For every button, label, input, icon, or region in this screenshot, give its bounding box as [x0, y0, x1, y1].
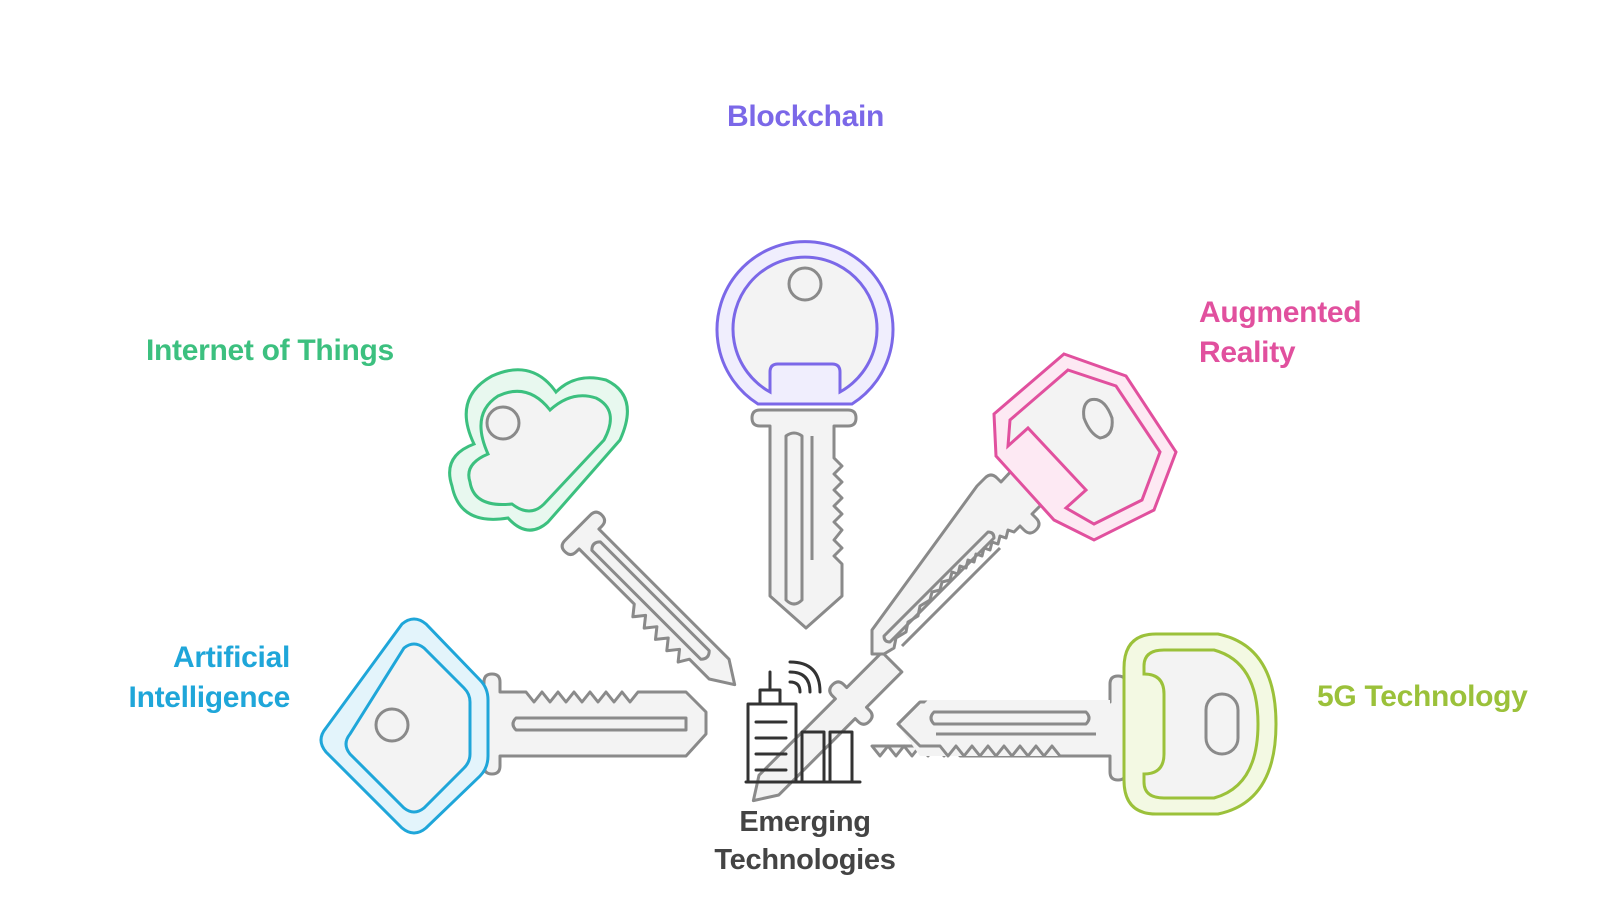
key-5g-shaft — [870, 674, 1128, 782]
center-title-line-1: Emerging — [739, 806, 871, 838]
label-internet-of-things: Internet of Things — [146, 331, 394, 371]
key-ar — [751, 352, 1178, 803]
label-ai-line-2: Intelligence — [128, 681, 291, 714]
label-5g-technology: 5G Technology — [1317, 677, 1528, 717]
key-blockchain-shaft — [750, 408, 858, 630]
key-5g-bow — [1122, 632, 1278, 816]
key-blockchain-bow — [715, 240, 895, 406]
label-augmented-reality: Augmented Reality — [1199, 293, 1362, 373]
key-ar-shaft — [751, 650, 904, 803]
key-ai — [319, 617, 708, 835]
label-ar-line-2: Reality — [1199, 336, 1296, 369]
label-artificial-intelligence: Artificial Intelligence — [118, 638, 291, 718]
key-iot-bow — [448, 368, 629, 532]
key-ar-shaft-main — [870, 466, 1048, 656]
key-blockchain-hole — [787, 266, 823, 302]
label-ai-line-1: Artificial — [172, 641, 290, 674]
label-blockchain-line: Blockchain — [727, 100, 885, 133]
key-5g — [870, 632, 1278, 816]
key-iot-hole — [485, 405, 521, 441]
key-iot-shaft — [560, 510, 737, 687]
label-blockchain: Blockchain — [727, 97, 884, 137]
key-ar-bow — [992, 352, 1178, 542]
key-5g-hole — [1204, 692, 1240, 756]
label-iot-line: Internet of Things — [146, 334, 394, 367]
center-title: Emerging Technologies — [680, 803, 930, 879]
key-ai-shaft — [482, 672, 708, 776]
key-ai-bow — [319, 617, 490, 835]
city-signal-icon — [744, 660, 862, 784]
key-ai-hole — [374, 707, 410, 743]
key-iot — [448, 368, 737, 687]
key-blockchain — [715, 240, 895, 630]
label-ar-line-1: Augmented — [1199, 296, 1362, 329]
key-ar-hole — [1082, 397, 1114, 440]
center-title-line-2: Technologies — [714, 844, 896, 876]
label-5g-line: 5G Technology — [1317, 680, 1528, 713]
